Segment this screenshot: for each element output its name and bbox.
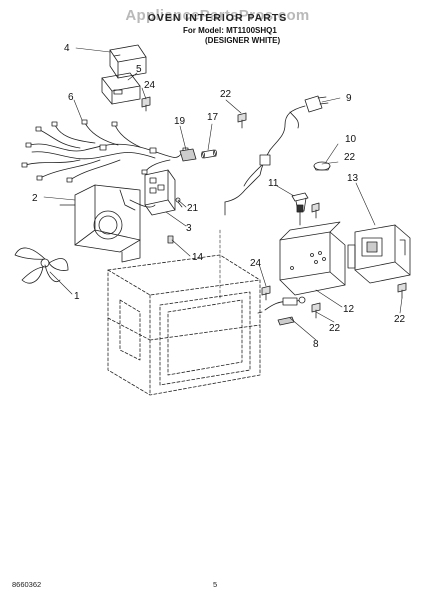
magnetron-part xyxy=(347,224,411,284)
screw-part xyxy=(311,302,321,319)
callout-label: 3 xyxy=(186,223,192,234)
callout-label: 9 xyxy=(346,93,352,104)
callout-label: 22 xyxy=(344,152,356,163)
fan-blade-part xyxy=(14,247,69,284)
callout-label: 4 xyxy=(64,43,70,54)
callout-labels: 4 5 24 6 22 9 17 19 10 22 2 11 13 21 3 1… xyxy=(32,43,406,350)
leader-lines xyxy=(43,47,403,341)
page-title: OVEN INTERIOR PARTS xyxy=(147,12,288,24)
callout-label: 24 xyxy=(250,258,262,269)
switch-assembly-part xyxy=(129,169,183,216)
callout-label: 12 xyxy=(343,304,355,315)
callout-label: 24 xyxy=(144,80,156,91)
callout-label: 14 xyxy=(192,252,204,263)
callout-label: 22 xyxy=(329,323,341,334)
callout-label: 1 xyxy=(74,291,80,302)
diode-part xyxy=(291,192,309,213)
callout-label: 2 xyxy=(32,193,38,204)
wire-harness-part xyxy=(21,119,189,183)
callout-label: 17 xyxy=(207,112,219,123)
screw-part xyxy=(261,285,271,301)
finish-line: (DESIGNER WHITE) xyxy=(205,36,281,45)
fuse-parts xyxy=(179,148,217,162)
callout-label: 13 xyxy=(347,173,359,184)
high-voltage-bracket-part xyxy=(279,209,346,296)
callout-label: 8 xyxy=(313,339,319,350)
bracket-part xyxy=(101,72,141,105)
callout-label: 11 xyxy=(268,178,279,189)
screw-part xyxy=(237,112,247,129)
callout-label: 6 xyxy=(68,92,74,103)
power-cord-part xyxy=(224,95,329,216)
screw-part xyxy=(141,96,151,112)
callout-label: 19 xyxy=(174,116,186,127)
callout-label: 5 xyxy=(136,64,142,75)
thermostat-part xyxy=(313,161,331,171)
callout-label: 22 xyxy=(394,314,406,325)
callout-label: 10 xyxy=(345,134,357,145)
callout-label: 21 xyxy=(187,203,199,214)
callout-label: 22 xyxy=(220,89,232,100)
watermark: AppliancePartsPros.com xyxy=(125,7,310,24)
rivet-part xyxy=(167,235,174,244)
capacitor-part xyxy=(109,44,147,79)
air-guide-part xyxy=(59,184,141,263)
oven-cavity-outline xyxy=(107,254,261,396)
high-voltage-diode-part xyxy=(257,296,306,326)
screw-part xyxy=(311,202,320,219)
diagram-code: 8660362 xyxy=(12,580,42,589)
model-line: For Model: MT1100SHQ1 xyxy=(183,26,277,35)
page-number: 5 xyxy=(213,580,218,589)
screw-part xyxy=(397,282,407,299)
